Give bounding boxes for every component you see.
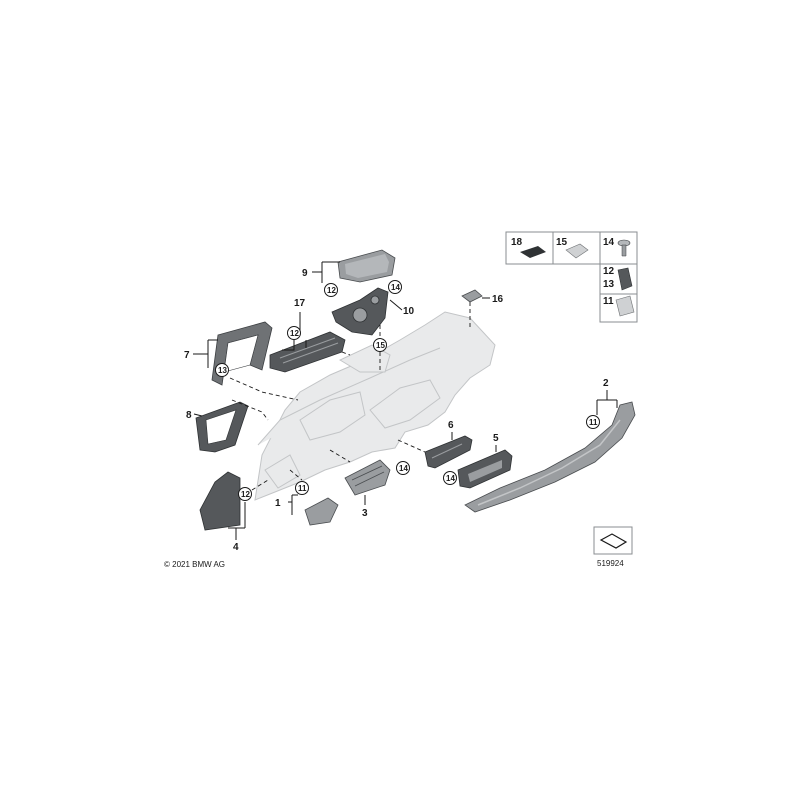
callout-2: 2 11 <box>586 378 618 429</box>
callout-9-label: 9 <box>302 268 308 279</box>
callout-17: 17 12 <box>282 298 351 356</box>
part-17-vent-strip <box>269 331 346 373</box>
ring-11-part-1 <box>295 481 309 495</box>
callout-1: 11 1 <box>275 469 309 515</box>
callout-7-label: 7 <box>184 350 190 361</box>
callout-10-label: 10 <box>403 306 415 317</box>
pad-part-icon <box>520 246 546 258</box>
ring-11-part-2 <box>586 415 600 429</box>
callout-4-label: 4 <box>233 542 239 553</box>
svg-text:13: 13 <box>218 366 227 375</box>
ring-12-part-9 <box>324 283 338 297</box>
callout-3-label: 3 <box>362 508 368 519</box>
diagram-id: 519924 <box>597 559 624 568</box>
callout-3: 14 3 <box>329 449 410 519</box>
ring-12-part-4 <box>238 487 252 501</box>
svg-text:12: 12 <box>241 490 250 499</box>
legend-cell-18 <box>505 231 554 265</box>
nut-part-icon <box>617 267 633 291</box>
svg-text:14: 14 <box>446 474 455 483</box>
part-16-sensor <box>461 289 483 303</box>
svg-text:15: 15 <box>376 341 385 350</box>
orientation-icon <box>599 533 628 549</box>
callout-4: 12 4 <box>228 479 269 553</box>
svg-text:11: 11 <box>589 418 598 427</box>
ring-15-panel <box>373 338 387 352</box>
svg-text:11: 11 <box>603 296 614 307</box>
callout-2-label: 2 <box>603 378 609 389</box>
part-8-trim-frame <box>195 401 249 453</box>
callout-7: 7 13 <box>184 339 299 401</box>
callout-16: 16 <box>469 294 504 330</box>
callout-1-label: 1 <box>275 498 281 509</box>
svg-text:14: 14 <box>399 464 408 473</box>
small-parts-legend: 18 15 14 12 13 11 <box>505 231 638 323</box>
callout-9: 9 12 <box>302 261 340 297</box>
part-1-bracket <box>304 497 339 526</box>
ring-13-part-7 <box>215 363 229 377</box>
svg-text:12: 12 <box>603 266 615 277</box>
part-4-side-panel <box>199 471 241 531</box>
legend-cell-12-13 <box>599 263 638 295</box>
spring-clip-part-icon <box>615 295 635 317</box>
svg-text:14: 14 <box>603 237 615 248</box>
part-5-frame <box>457 449 513 489</box>
copyright-text: © 2021 BMW AG <box>164 560 225 569</box>
callout-5: 5 <box>493 433 499 452</box>
svg-text:15: 15 <box>556 237 568 248</box>
svg-text:12: 12 <box>290 329 299 338</box>
callout-6: 6 14 <box>397 420 457 485</box>
svg-text:14: 14 <box>391 283 400 292</box>
svg-text:13: 13 <box>603 279 615 290</box>
dashboard-panel <box>254 311 496 501</box>
callout-8: 8 <box>186 399 269 421</box>
callout-5-label: 5 <box>493 433 499 444</box>
part-10-bracket <box>331 287 389 336</box>
ring-14-part-6 <box>443 471 457 485</box>
svg-text:11: 11 <box>298 484 307 493</box>
ring-14-part-3 <box>396 461 410 475</box>
part-3-module <box>344 459 391 496</box>
legend-cell-14 <box>599 231 638 265</box>
ring-12-part-17 <box>287 326 301 340</box>
diagram-id-block: 519924 <box>593 526 633 568</box>
part-2-long-trim <box>464 401 636 513</box>
callout-6-label: 6 <box>448 420 454 431</box>
svg-text:12: 12 <box>327 286 336 295</box>
clip-part-icon <box>565 243 589 259</box>
ring-14-part-10 <box>388 280 402 294</box>
svg-text:18: 18 <box>511 237 523 248</box>
part-6-frame <box>424 435 473 469</box>
part-9-top-cover <box>337 249 396 283</box>
callout-10: 14 10 15 <box>373 280 415 370</box>
callout-16-label: 16 <box>492 294 504 305</box>
part-7-trim-frame <box>211 321 273 386</box>
callout-8-label: 8 <box>186 410 192 421</box>
callout-17-label: 17 <box>294 298 306 309</box>
